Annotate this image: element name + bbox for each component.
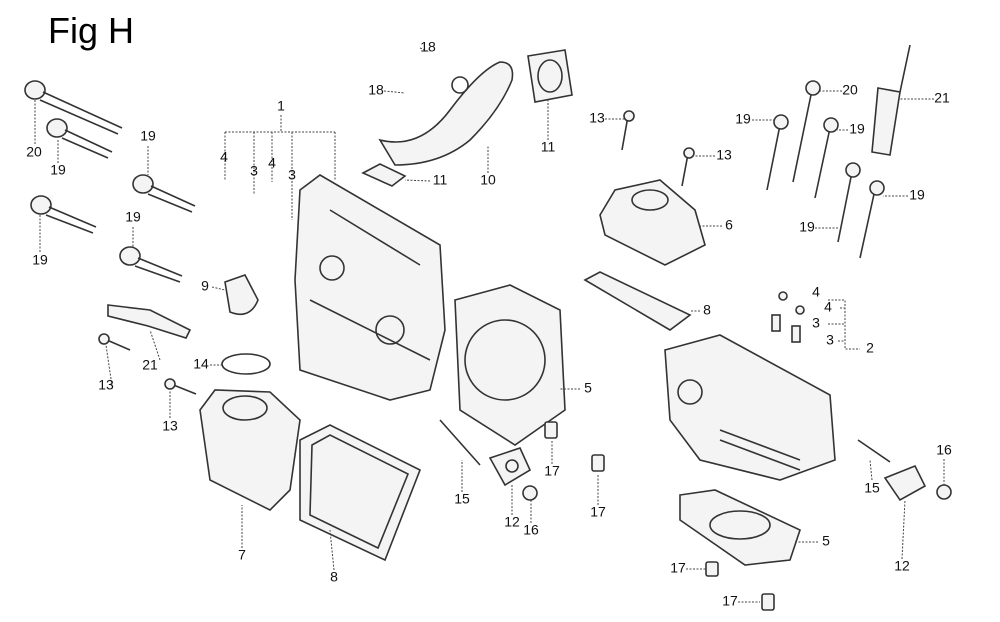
callout-17: 17 — [670, 560, 686, 576]
dowel-17-c — [705, 561, 719, 577]
gasket-11-small — [361, 163, 407, 187]
callout-17: 17 — [544, 463, 560, 479]
callout-4: 4 — [268, 155, 276, 171]
callout-1: 1 — [277, 98, 285, 114]
dowel-17-b — [591, 454, 605, 472]
callout-12: 12 — [504, 514, 520, 530]
callout-19: 19 — [125, 209, 141, 225]
callout-19: 19 — [32, 252, 48, 268]
gasket-8-left — [299, 424, 422, 562]
callouts: 18 18 1 4 3 4 3 11 11 10 20 19 19 19 19 … — [26, 39, 952, 609]
callout-4: 4 — [812, 284, 820, 300]
bolt-19-d — [119, 246, 183, 283]
bolt-13-right-b — [681, 147, 695, 187]
bolt-19-a — [46, 118, 113, 159]
stud-15-left — [439, 419, 481, 466]
callout-21: 21 — [142, 357, 158, 373]
callout-13: 13 — [589, 110, 605, 126]
bolt-19-c — [30, 195, 97, 234]
bolt-13-right-a — [621, 110, 635, 151]
gasket-12-right — [883, 464, 927, 502]
callout-9: 9 — [201, 278, 209, 294]
rocker-cover-7 — [199, 389, 301, 511]
callout-17: 17 — [590, 504, 606, 520]
callout-3: 3 — [250, 163, 258, 179]
callout-13: 13 — [98, 377, 114, 393]
callout-6: 6 — [725, 217, 733, 233]
leader-lines — [34, 47, 945, 603]
callout-3: 3 — [826, 332, 834, 348]
callout-19: 19 — [140, 128, 156, 144]
oil-cap-9 — [224, 274, 259, 316]
bolt-20-left — [24, 80, 123, 135]
head-gasket-5-right — [679, 489, 801, 566]
figure-title: Fig H — [48, 10, 135, 51]
nut-16-left — [522, 485, 538, 501]
gasket-12-left — [488, 447, 532, 487]
callout-11: 11 — [541, 139, 556, 155]
o-ring-14 — [221, 353, 271, 375]
callout-21: 21 — [934, 90, 950, 106]
bolt-13-left-a — [98, 333, 131, 351]
callout-4: 4 — [824, 299, 832, 315]
cylinder-head-left — [294, 174, 446, 401]
callout-12: 12 — [894, 558, 910, 574]
callout-15: 15 — [454, 491, 470, 507]
callout-13: 13 — [716, 147, 732, 163]
callout-3: 3 — [288, 167, 296, 183]
valve-parts-right — [771, 291, 805, 343]
callout-20: 20 — [842, 82, 858, 98]
nut-16-right — [936, 484, 952, 500]
stud-15-right — [857, 439, 891, 463]
callout-13: 13 — [162, 418, 178, 434]
left-bolts — [24, 80, 196, 283]
callout-8: 8 — [330, 569, 338, 585]
callout-5: 5 — [584, 380, 592, 396]
callout-14: 14 — [193, 356, 209, 372]
callout-8: 8 — [703, 302, 711, 318]
dowel-17-a — [544, 421, 558, 439]
callout-4: 4 — [220, 149, 228, 165]
callout-16: 16 — [523, 522, 539, 538]
callout-19: 19 — [909, 187, 925, 203]
head-gasket-5-left — [454, 284, 566, 446]
exhaust-pipe-10 — [378, 61, 514, 166]
callout-5: 5 — [822, 533, 830, 549]
callout-3: 3 — [812, 315, 820, 331]
gasket-11-top — [527, 49, 573, 103]
callout-19: 19 — [735, 111, 751, 127]
dowel-17-d — [761, 593, 775, 611]
callout-11: 11 — [433, 172, 448, 188]
cylinder-head-right — [664, 334, 836, 481]
callout-18: 18 — [420, 39, 436, 55]
callout-15: 15 — [864, 480, 880, 496]
spark-plug-21-left — [107, 304, 192, 339]
right-bolts — [766, 80, 885, 259]
callout-19: 19 — [799, 219, 815, 235]
bolt-19-b — [132, 174, 196, 213]
rocker-cover-6 — [599, 179, 706, 266]
callout-16: 16 — [936, 442, 952, 458]
callout-2: 2 — [866, 340, 874, 356]
callout-19: 19 — [849, 121, 865, 137]
callout-19: 19 — [50, 162, 66, 178]
spark-plug-21-right — [871, 44, 911, 156]
callout-7: 7 — [238, 547, 246, 563]
callout-18: 18 — [368, 82, 384, 98]
bolt-13-left-b — [164, 378, 197, 395]
callout-17: 17 — [722, 593, 738, 609]
callout-10: 10 — [480, 172, 496, 188]
gasket-8-right — [583, 271, 692, 331]
callout-20: 20 — [26, 144, 42, 160]
